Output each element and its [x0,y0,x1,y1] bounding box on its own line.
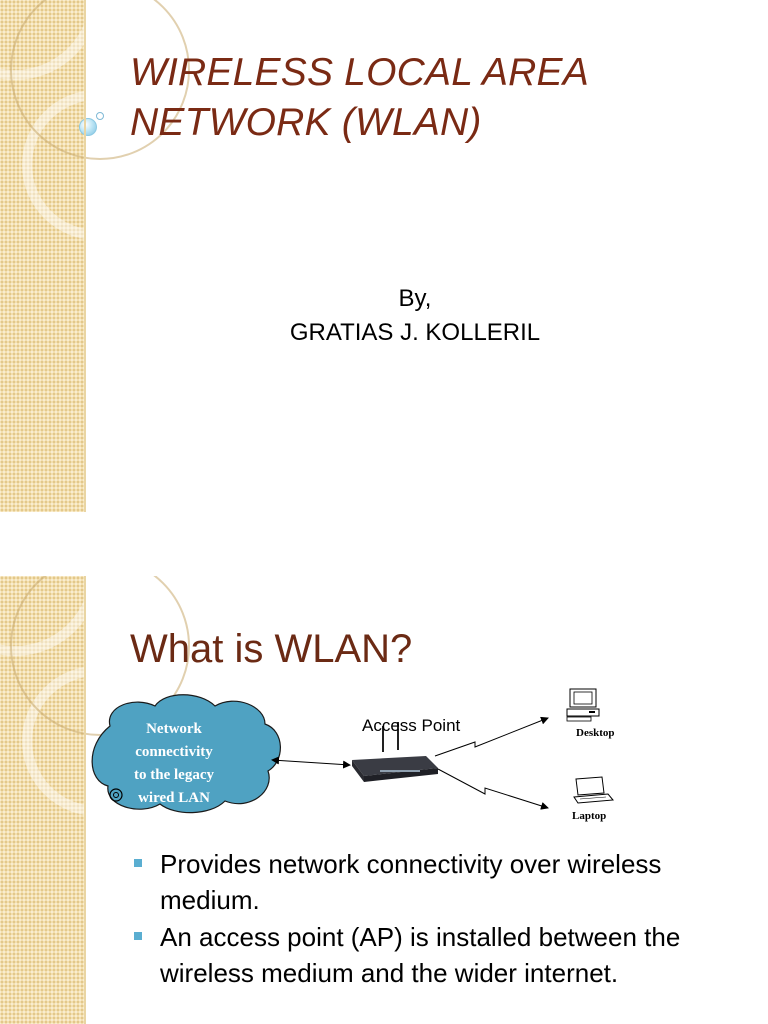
bullet-marker-icon [134,932,142,940]
byline: By, GRATIAS J. KOLLERIL [230,282,600,350]
slide-heading: What is WLAN? [130,627,413,671]
wlan-diagram [91,688,614,814]
slide-title: WIRELESS LOCAL AREA NETWORK (WLAN) [130,48,750,148]
cloud-dot [109,788,123,802]
list-item: Provides network connectivity over wirel… [134,846,754,918]
bullet-list: Provides network connectivity over wirel… [134,846,754,992]
bullet-marker-icon [134,859,142,867]
wireless-link-desktop [434,716,549,757]
decorative-ring [10,0,190,160]
desktop-label: Desktop [576,727,615,739]
laptop-label: Laptop [572,810,607,822]
byline-label: By, [398,285,432,312]
access-point-icon [352,722,438,782]
decorative-strip [0,576,190,1024]
title-slide: WIRELESS LOCAL AREA NETWORK (WLAN) By, G… [0,0,750,512]
list-item: An access point (AP) is installed betwee… [134,919,754,991]
wired-link [271,756,351,769]
strip-edge [84,576,86,1024]
bullet-text: Provides network connectivity over wirel… [160,849,662,915]
decorative-strip [0,0,190,512]
title-line: NETWORK (WLAN) [130,101,482,144]
cloud-label-line: connectivity [135,744,213,760]
cloud-label: Network connectivity to the legacy wired… [104,718,244,810]
cloud-label-line: to the legacy [134,767,214,783]
title-line: WIRELESS LOCAL AREA [130,51,589,94]
cloud-dot [113,792,119,798]
content-slide: What is WLAN? [0,576,768,1024]
cloud-label-line: wired LAN [138,790,210,806]
bubble-icon [96,112,104,120]
slide-divider [0,512,768,576]
access-point-label: Access Point [362,716,461,735]
bullet-text: An access point (AP) is installed betwee… [160,922,681,988]
bubble-icon [79,118,97,136]
desktop-icon [566,688,600,722]
cloud-label-line: Network [146,721,202,737]
decorative-ring [10,576,190,736]
author-name: GRATIAS J. KOLLERIL [289,319,541,346]
laptop-icon [573,776,614,804]
wireless-link-laptop [437,768,549,810]
strip-edge [84,0,86,512]
